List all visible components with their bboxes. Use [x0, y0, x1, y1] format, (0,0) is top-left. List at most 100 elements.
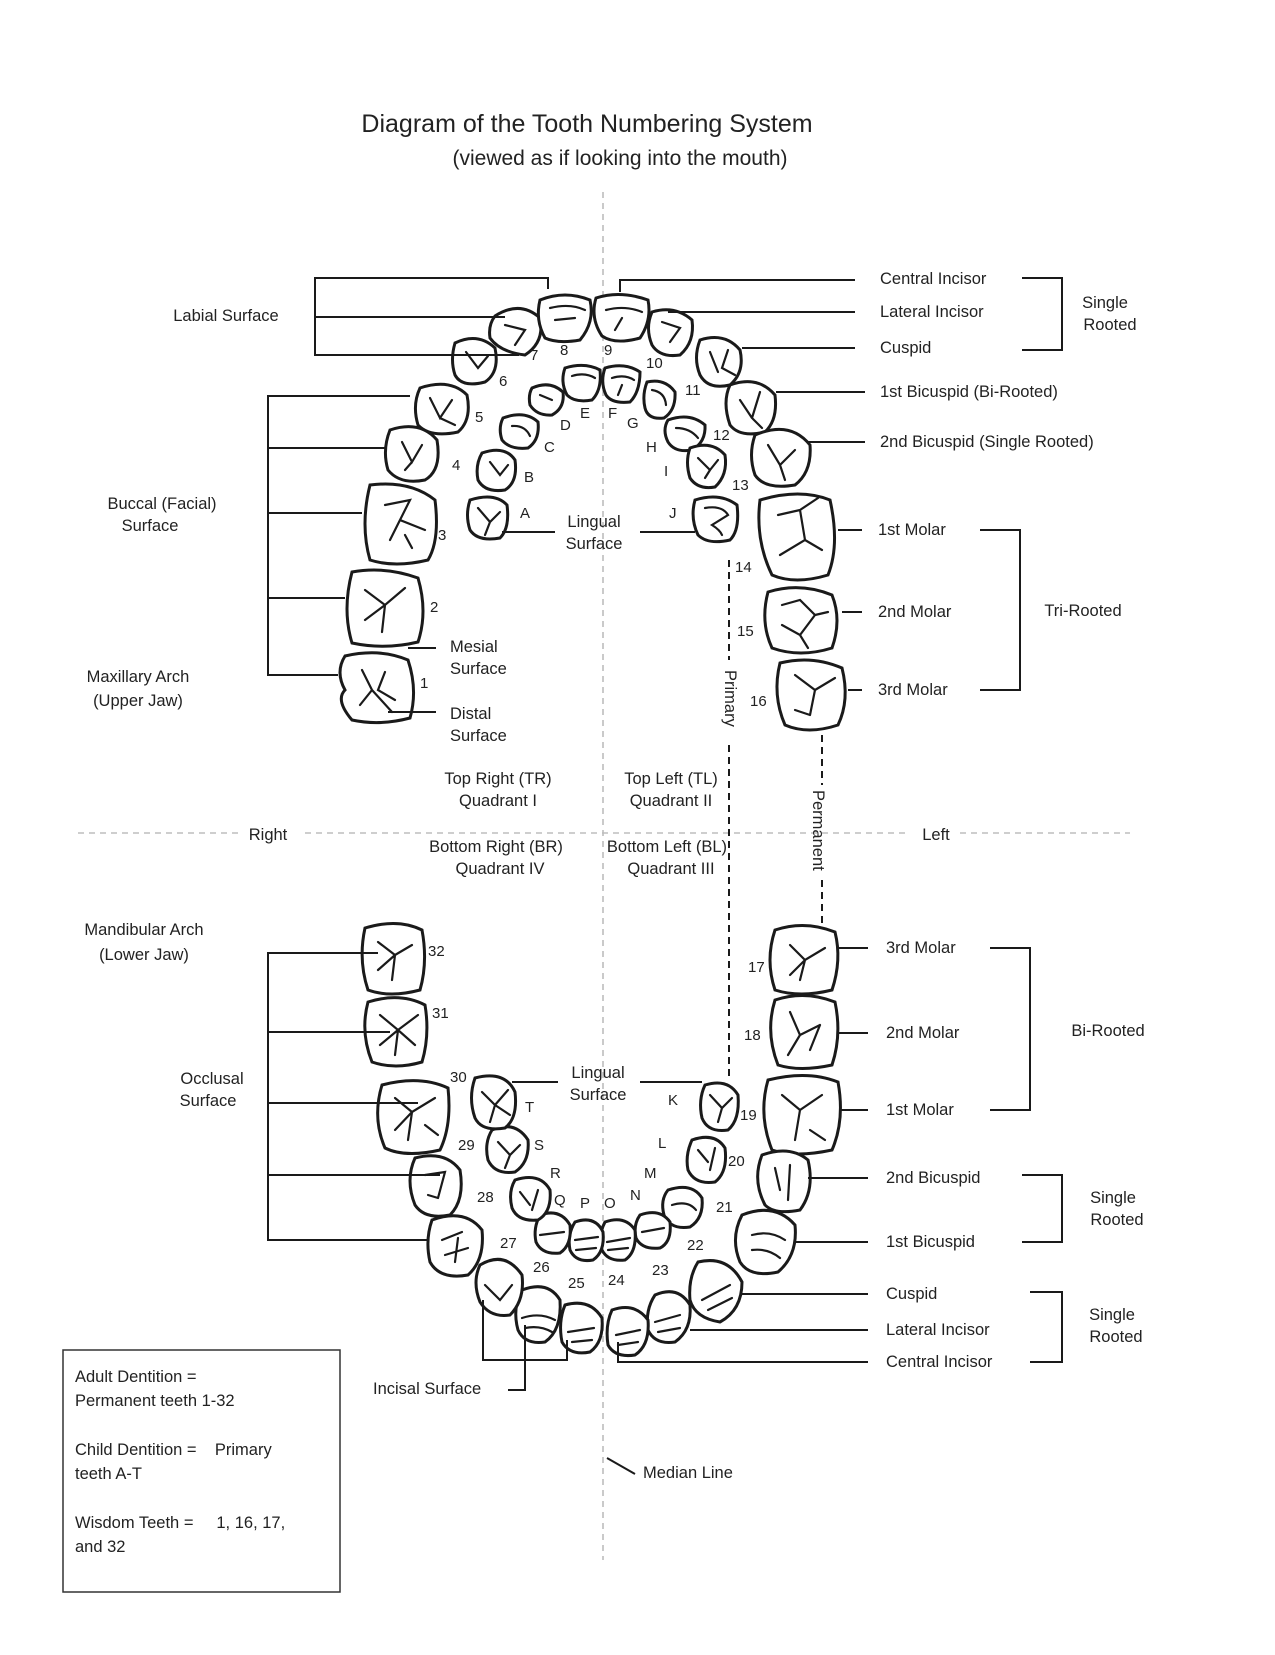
tooth-23[interactable] [645, 1290, 692, 1344]
lower-lateral-incisor-label: Lateral Incisor [886, 1321, 990, 1339]
tooth-15[interactable] [763, 586, 839, 655]
tooth-19[interactable] [762, 1073, 842, 1156]
tooth-29[interactable] [408, 1154, 463, 1218]
labial-surface-label: Labial Surface [173, 307, 279, 325]
number-3: 3 [438, 527, 446, 544]
tooth-4[interactable] [383, 425, 440, 483]
primary-tooth-Q[interactable] [533, 1211, 572, 1255]
tooth-24[interactable] [605, 1306, 650, 1357]
primary-tooth-G[interactable] [642, 379, 677, 420]
right-side-label: Right [249, 826, 288, 844]
primary-tooth-L[interactable] [685, 1135, 727, 1184]
number-10: 10 [646, 355, 663, 372]
number-5: 5 [475, 409, 483, 426]
primary-tooth-S[interactable] [485, 1125, 530, 1174]
primary-tooth-F[interactable] [601, 364, 642, 404]
upper-lateral-incisor-label: Lateral Incisor [880, 303, 984, 321]
upper-right-callouts: Central Incisor Lateral Incisor Cuspid 1… [619, 270, 1137, 699]
primary-tooth-J[interactable] [691, 495, 740, 544]
number-26: 26 [533, 1259, 550, 1276]
letter-S: S [534, 1137, 544, 1154]
letter-C: C [544, 439, 555, 456]
lower-right-callouts: 3rd Molar 2nd Molar 1st Molar 2nd Bicusp… [617, 939, 1145, 1371]
letter-M: M [644, 1165, 657, 1182]
tooth-27[interactable] [474, 1257, 524, 1317]
tooth-11[interactable] [695, 336, 743, 388]
letter-G: G [627, 415, 639, 432]
primary-tooth-C[interactable] [498, 413, 540, 450]
tooth-1[interactable] [338, 651, 415, 725]
tooth-18[interactable] [769, 994, 840, 1070]
letter-J: J [669, 505, 677, 522]
primary-tooth-A[interactable] [466, 495, 510, 541]
tooth-2[interactable] [345, 568, 425, 648]
primary-tooth-R[interactable] [509, 1176, 552, 1222]
tooth-13[interactable] [750, 427, 812, 488]
tooth-25[interactable] [559, 1301, 604, 1355]
tooth-6[interactable] [451, 337, 498, 386]
primary-tooth-K[interactable] [699, 1081, 740, 1132]
lower-single-rooted-front-line2: Rooted [1089, 1328, 1142, 1346]
tooth-17[interactable] [768, 924, 840, 996]
primary-tooth-B[interactable] [475, 448, 517, 492]
tooth-16[interactable] [775, 658, 847, 732]
primary-tooth-T[interactable] [470, 1074, 517, 1131]
legend-wisdom-line1: Wisdom Teeth = 1, 16, 17, [75, 1514, 285, 1532]
primary-tooth-I[interactable] [686, 443, 727, 490]
upper-second-bicuspid-label: 2nd Bicuspid (Single Rooted) [880, 433, 1094, 451]
number-17: 17 [748, 959, 765, 976]
letter-R: R [550, 1165, 561, 1182]
primary-tooth-P[interactable] [567, 1218, 605, 1262]
tooth-8[interactable] [536, 293, 593, 344]
lingual-lower-line1: Lingual [571, 1064, 624, 1082]
tooth-10[interactable] [647, 308, 694, 357]
primary-tooth-N[interactable] [633, 1211, 672, 1250]
tooth-3[interactable] [363, 482, 438, 566]
number-1: 1 [420, 675, 428, 692]
legend-box: Adult Dentition = Permanent teeth 1-32 C… [62, 1349, 341, 1593]
number-8: 8 [560, 342, 568, 359]
primary-tooth-D[interactable] [527, 383, 565, 417]
number-19: 19 [740, 1107, 757, 1124]
lower-single-rooted-bicuspid-line1: Single [1090, 1189, 1136, 1207]
tooth-32[interactable] [360, 922, 427, 996]
number-6: 6 [499, 373, 507, 390]
buccal-label-line1: Buccal (Facial) [107, 495, 216, 513]
tooth-31[interactable] [363, 996, 429, 1068]
lower-single-rooted-bicuspid-line2: Rooted [1090, 1211, 1143, 1229]
letter-F: F [608, 405, 617, 422]
tooth-20[interactable] [756, 1149, 812, 1214]
number-13: 13 [732, 477, 749, 494]
tooth-7[interactable] [488, 307, 543, 357]
primary-tooth-M[interactable] [661, 1185, 704, 1229]
number-14: 14 [735, 559, 752, 576]
tooth-28[interactable] [426, 1214, 484, 1278]
tooth-9[interactable] [592, 293, 651, 343]
upper-single-rooted-line2: Rooted [1083, 316, 1136, 334]
number-29: 29 [458, 1137, 475, 1154]
tooth-26[interactable] [514, 1285, 562, 1344]
primary-tooth-O[interactable] [599, 1218, 637, 1262]
primary-tooth-E[interactable] [561, 363, 602, 403]
tooth-14[interactable] [757, 492, 837, 582]
permanent-label: Permanent [809, 790, 827, 871]
tooth-5[interactable] [413, 382, 470, 436]
letter-D: D [560, 417, 571, 434]
tooth-12[interactable] [724, 380, 777, 436]
number-11: 11 [685, 382, 701, 399]
tooth-21[interactable] [734, 1208, 797, 1276]
mandibular-arch-line2: (Lower Jaw) [99, 946, 189, 964]
upper-cuspid-label: Cuspid [880, 339, 931, 357]
distal-label-line2: Surface [450, 727, 507, 745]
mandibular-arch-label: Mandibular Arch (Lower Jaw) [84, 921, 203, 964]
maxillary-arch-line2: (Upper Jaw) [93, 692, 183, 710]
tooth-22[interactable] [688, 1259, 744, 1324]
quadrant-br-line1: Bottom Right (BR) [429, 838, 563, 856]
letter-L: L [658, 1135, 666, 1152]
tooth-30[interactable] [376, 1079, 451, 1155]
upper-central-incisor-label: Central Incisor [880, 270, 987, 288]
number-30: 30 [450, 1069, 467, 1086]
upper-third-molar-label: 3rd Molar [878, 681, 948, 699]
lower-second-molar-label: 2nd Molar [886, 1024, 960, 1042]
